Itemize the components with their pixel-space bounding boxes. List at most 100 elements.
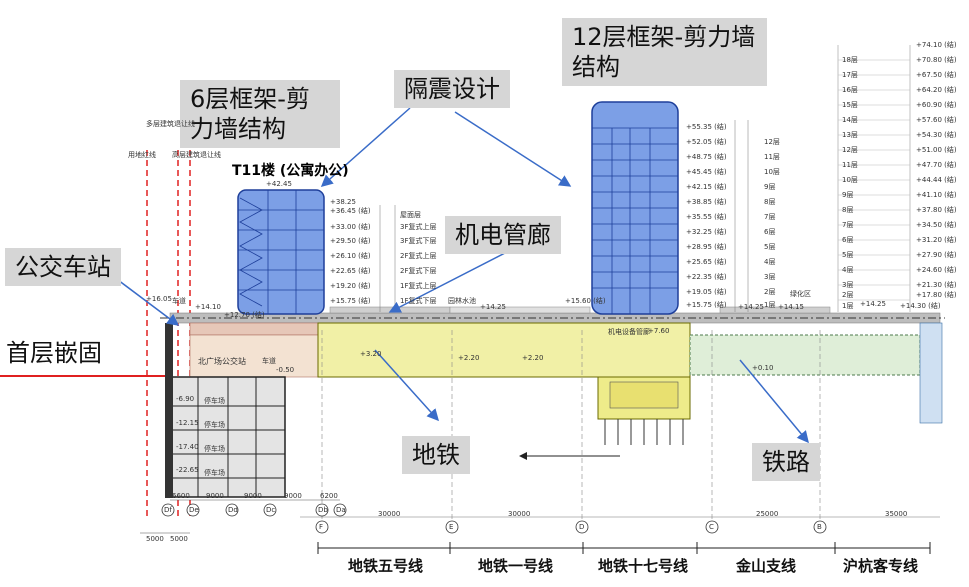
podium-band — [189, 322, 319, 336]
elev-left-6: +22.65 (结) — [330, 267, 371, 275]
elev-right-3: +64.20 (结) — [916, 86, 957, 94]
floor-right-12: 6层 — [842, 236, 854, 244]
basement-level-0: -6.90 — [176, 395, 195, 403]
floor-left-4: 1F复式上层 — [400, 282, 437, 290]
elev-mid-2: +48.75 (结) — [686, 153, 727, 161]
ground-level-5: +14.15 — [778, 303, 804, 311]
basement-level-6: +2.20 — [522, 354, 544, 362]
elev-mid-10: +22.35 (结) — [686, 273, 727, 281]
line-5-label: 地铁五号线 — [348, 557, 424, 575]
floor-right-15: 3层 — [842, 281, 854, 289]
red-line-1-label: 用地红线 — [128, 151, 156, 159]
basement-level-5: +2.20 — [458, 354, 480, 362]
dim-3: 9000 — [284, 492, 302, 500]
dim-7: 25000 — [756, 510, 779, 518]
basement-level-4: +3.20 — [360, 350, 382, 358]
ground-level-1: +14.10 — [195, 303, 221, 311]
axis-f: F — [319, 523, 324, 531]
elev-mid-8: +28.95 (结) — [686, 243, 727, 251]
metro-arrow — [374, 349, 440, 422]
elev-mid-5: +38.85 (结) — [686, 198, 727, 206]
elev-left-8: +15.75 (结) — [330, 297, 371, 305]
line-17-label: 地铁十七号线 — [598, 557, 689, 575]
floor-mid-5: 7层 — [764, 213, 776, 221]
floor-left-5: 1F复式下层 — [400, 297, 437, 305]
basement-level-3: -22.65 — [176, 466, 199, 474]
floor-left-2: 2F复式上层 — [400, 252, 437, 260]
elev-left-2: +36.45 (结) — [330, 207, 371, 215]
floor-mid-1: 11层 — [764, 153, 780, 161]
first-floor-embed-callout: 首层嵌固 — [6, 339, 102, 367]
twelve-storey-callout-l2: 结构 — [572, 53, 620, 81]
elev-mid-12: +15.75 (结) — [686, 301, 727, 309]
six-storey-callout-l2: 力墙结构 — [190, 115, 286, 143]
floor-mid-4: 8层 — [764, 198, 776, 206]
dim-4: 6200 — [320, 492, 338, 500]
elev-mid-1: +52.05 (结) — [686, 138, 727, 146]
axis-db: Db — [318, 506, 328, 514]
elev-left-9: +12.70 (结) — [224, 311, 265, 319]
isolation-arrow-right — [454, 111, 572, 187]
floor-right-1: 17层 — [842, 71, 858, 79]
elev-mid-3: +45.45 (结) — [686, 168, 727, 176]
dim-10: 5000 — [170, 535, 188, 543]
ground-level-0: +16.05 — [146, 295, 172, 303]
elev-left-7: +19.20 (结) — [330, 282, 371, 290]
isolation-arrow-left — [320, 107, 411, 187]
floor-right-4: 14层 — [842, 116, 858, 124]
floor-mid-8: 4层 — [764, 258, 776, 266]
dim-2: 9000 — [244, 492, 262, 500]
floor-right-9: 9层 — [842, 191, 854, 199]
dim-8: 35000 — [885, 510, 908, 518]
line-1-label: 地铁一号线 — [478, 557, 554, 575]
basement-level-8: -0.50 — [276, 366, 295, 374]
elev-right-14: +27.90 (结) — [916, 251, 957, 259]
floor-mid-3: 9层 — [764, 183, 776, 191]
twelve-storey-callout-l1: 12层框架-剪力墙 — [572, 23, 756, 51]
floor-right-10: 8层 — [842, 206, 854, 214]
axis-d: D — [579, 523, 585, 531]
red-line-3-label: 多层建筑退让线 — [146, 120, 195, 128]
isolation-callout: 隔震设计 — [394, 70, 510, 108]
elev-right-11: +37.80 (结) — [916, 206, 957, 214]
elev-right-7: +51.00 (结) — [916, 146, 957, 154]
elev-right-12: +34.50 (结) — [916, 221, 957, 229]
elev-mid-6: +35.55 (结) — [686, 213, 727, 221]
red-line-2-label: 高层建筑退让线 — [172, 151, 221, 159]
metro-callout: 地铁 — [402, 436, 470, 474]
floor-right-0: 18层 — [842, 56, 858, 64]
elev-mid-4: +42.15 (结) — [686, 183, 727, 191]
elev-mid-9: +25.65 (结) — [686, 258, 727, 266]
elev-right-1: +70.80 (结) — [916, 56, 957, 64]
elev-right-13: +31.20 (结) — [916, 236, 957, 244]
dim-1: 9000 — [206, 492, 224, 500]
axis-e: E — [449, 523, 454, 531]
elev-left-0: +42.45 — [266, 180, 292, 188]
elev-right-9: +44.44 (结) — [916, 176, 957, 184]
ground-level-3: +15.60 (结) — [565, 297, 606, 305]
floor-right-8: 10层 — [842, 176, 858, 184]
ground-level-8: +7.60 — [648, 327, 670, 335]
garden-pool-label: 园林水池 — [448, 297, 476, 305]
twelve-storey-callout: 12层框架-剪力墙 结构 — [562, 18, 767, 86]
floor-right-7: 11层 — [842, 161, 858, 169]
elev-left-3: +33.00 (结) — [330, 223, 371, 231]
bus-hall-label: 北广场公交站 — [198, 357, 246, 366]
elev-right-15: +24.60 (结) — [916, 266, 957, 274]
elev-right-0: +74.10 (结) — [916, 41, 957, 49]
floor-mid-7: 5层 — [764, 243, 776, 251]
roof-label: 屋面层 — [400, 211, 421, 219]
parking-2: 停车场 — [204, 421, 225, 429]
elev-left-1: +38.25 — [330, 198, 356, 206]
floor-right-14: 4层 — [842, 266, 854, 274]
basement-level-1: -12.15 — [176, 419, 199, 427]
ground-level-2: +14.25 — [480, 303, 506, 311]
floor-mid-10: 2层 — [764, 288, 776, 296]
dim-0: 6600 — [172, 492, 190, 500]
six-storey-callout: 6层框架-剪 力墙结构 — [180, 80, 340, 148]
axis-dc: Dc — [266, 506, 276, 514]
dim-5: 30000 — [378, 510, 401, 518]
floor-mid-11: 1层 — [764, 301, 776, 309]
elev-right-6: +54.30 (结) — [916, 131, 957, 139]
